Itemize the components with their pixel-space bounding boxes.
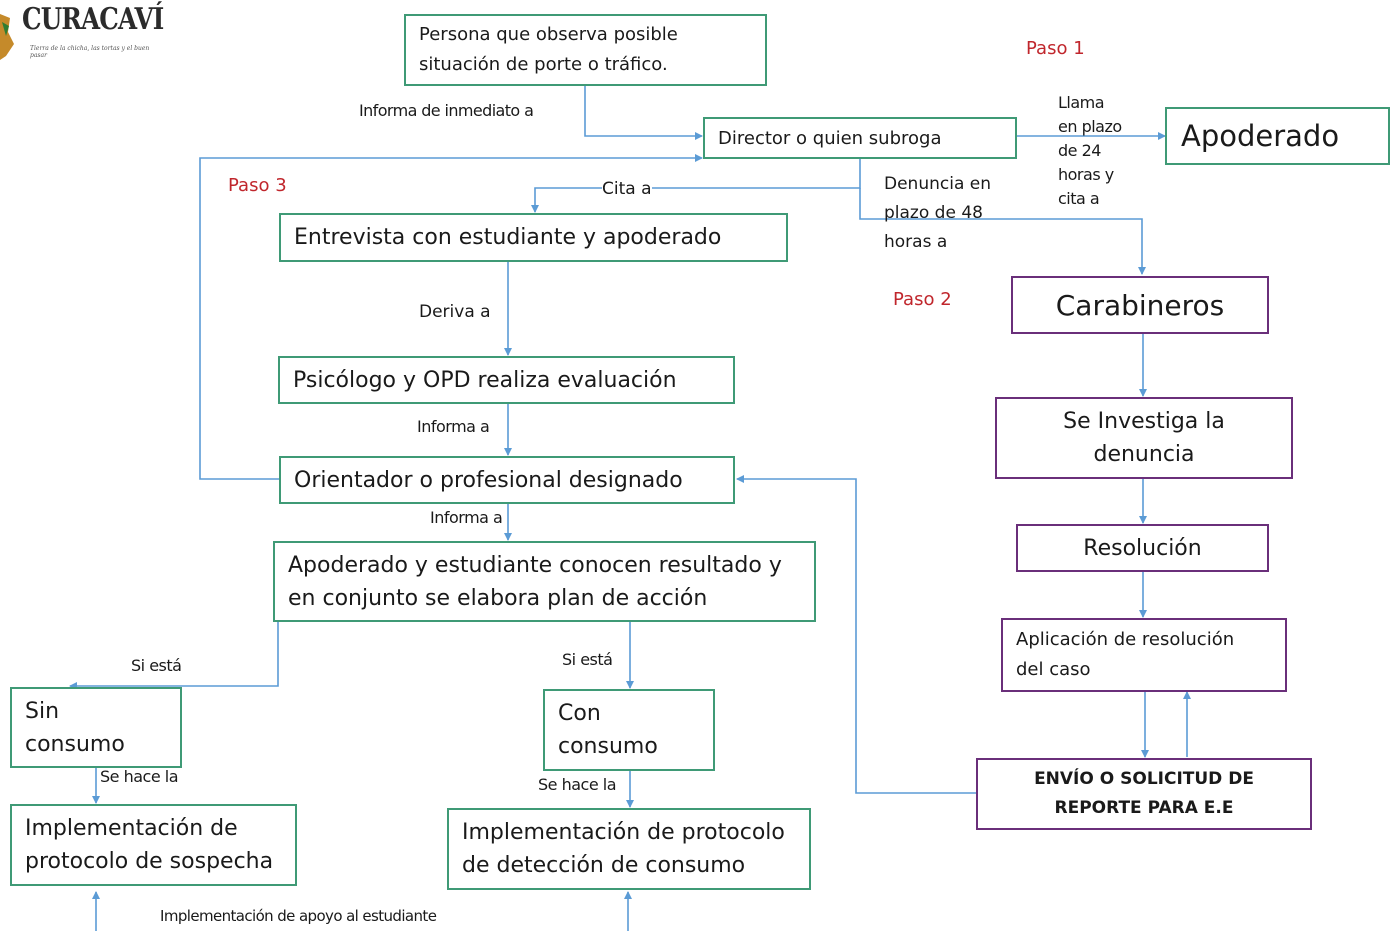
node-sin-consumo: Sin consumo [10, 687, 182, 768]
logo-emblem-icon [0, 14, 14, 60]
edge-label-deriva: Deriva a [419, 302, 491, 322]
edge-label-se-hace2: Se hace la [538, 775, 617, 794]
node-con-consumo-line2: consumo [558, 734, 658, 759]
node-con-consumo: Con consumo [543, 689, 715, 771]
node-entrevista: Entrevista con estudiante y apoderado [279, 213, 788, 262]
edge-label-denuncia: Denuncia en plazo de 48 horas a [884, 170, 991, 257]
edge-label-denuncia-line2: plazo de 48 [884, 203, 983, 223]
step-2-label: Paso 2 [893, 289, 952, 310]
edge-label-llama-line2: en plazo [1058, 117, 1122, 136]
node-investiga-line1: Se Investiga la [1063, 409, 1225, 434]
node-envio-line2: REPORTE PARA E.E [1054, 798, 1234, 818]
node-psicologo: Psicólogo y OPD realiza evaluación [278, 356, 735, 404]
edge-label-llama: Llama en plazo de 24 horas y cita a [1058, 91, 1122, 211]
node-entrevista-label: Entrevista con estudiante y apoderado [294, 225, 722, 250]
logo-slogan: Tierra de la chicha, las tortas y el bue… [30, 45, 150, 59]
edge-director-carabineros [859, 188, 1146, 275]
node-persona-line1: Persona que observa posible [419, 24, 678, 45]
edge-director-entrevista [531, 158, 861, 213]
node-resolucion: Resolución [1016, 524, 1269, 572]
node-con-consumo-line1: Con [558, 701, 601, 726]
node-orientador: Orientador o profesional designado [279, 456, 735, 504]
node-envio-line1: ENVÍO O SOLICITUD DE [1034, 769, 1254, 789]
node-envio: ENVÍO O SOLICITUD DE REPORTE PARA E.E [976, 758, 1312, 830]
edge-label-si-esta2: Si está [562, 650, 613, 669]
step-1-label: Paso 1 [1026, 38, 1085, 59]
node-apod-est-line2: en conjunto se elabora plan de acción [288, 585, 708, 611]
edge-label-llama-line5: cita a [1058, 189, 1100, 208]
edge-label-si-esta1: Si está [131, 656, 182, 675]
node-persona: Persona que observa posible situación de … [404, 14, 767, 86]
node-investiga-line2: denuncia [1093, 442, 1195, 467]
node-persona-line2: situación de porte o tráfico. [419, 54, 668, 75]
node-impl-deteccion-line2: de detección de consumo [462, 853, 746, 878]
node-sin-consumo-line2: consumo [25, 731, 125, 757]
edge-label-informa-inmediato: Informa de inmediato a [359, 101, 534, 120]
edge-label-llama-line1: Llama [1058, 93, 1105, 112]
edge-orientador-director [199, 154, 703, 480]
edge-label-se-hace1: Se hace la [100, 767, 179, 786]
logo-text: CURACAVÍ [22, 2, 164, 37]
edge-label-llama-line3: de 24 [1058, 141, 1101, 160]
node-aplicacion: Aplicación de resolución del caso [1001, 618, 1287, 692]
node-director: Director o quien subroga [703, 117, 1017, 159]
node-orientador-label: Orientador o profesional designado [294, 467, 683, 493]
node-impl-deteccion: Implementación de protocolo de detección … [447, 808, 811, 890]
node-impl-sospecha-line1: Implementación de [25, 816, 238, 841]
node-apod-est-line1: Apoderado y estudiante conocen resultado… [288, 552, 782, 578]
node-carabineros: Carabineros [1011, 276, 1269, 334]
node-psicologo-label: Psicólogo y OPD realiza evaluación [293, 367, 677, 393]
edge-label-cita: Cita a [602, 179, 652, 201]
edge-label-informa-a1: Informa a [417, 417, 490, 436]
node-impl-sospecha-line2: protocolo de sospecha [25, 849, 274, 874]
curacavi-logo: CURACAVÍ Tierra de la chicha, las tortas… [0, 0, 164, 70]
node-aplicacion-line2: del caso [1016, 659, 1091, 680]
edge-envio-orientador [736, 475, 977, 794]
node-apoderado-label: Apoderado [1181, 119, 1340, 153]
node-aplicacion-line1: Aplicación de resolución [1016, 629, 1235, 650]
node-resolucion-label: Resolución [1083, 535, 1202, 561]
node-impl-deteccion-line1: Implementación de protocolo [462, 820, 785, 845]
edge-label-informa-a2: Informa a [430, 508, 503, 527]
edge-persona-director [584, 86, 703, 140]
node-carabineros-label: Carabineros [1055, 288, 1225, 322]
edge-label-denuncia-line3: horas a [884, 232, 948, 252]
node-apoderado: Apoderado [1165, 107, 1390, 165]
edge-label-denuncia-line1: Denuncia en [884, 174, 991, 194]
edge-label-llama-line4: horas y [1058, 165, 1114, 184]
edge-label-apoyo: Implementación de apoyo al estudiante [160, 907, 437, 925]
node-director-label: Director o quien subroga [718, 127, 942, 149]
node-investiga: Se Investiga la denuncia [995, 397, 1293, 479]
node-apod-est: Apoderado y estudiante conocen resultado… [273, 541, 816, 622]
edge-apod-est-sin [69, 622, 279, 690]
node-impl-sospecha: Implementación de protocolo de sospecha [10, 804, 297, 886]
step-3-label: Paso 3 [228, 175, 287, 196]
node-sin-consumo-line1: Sin [25, 698, 60, 724]
